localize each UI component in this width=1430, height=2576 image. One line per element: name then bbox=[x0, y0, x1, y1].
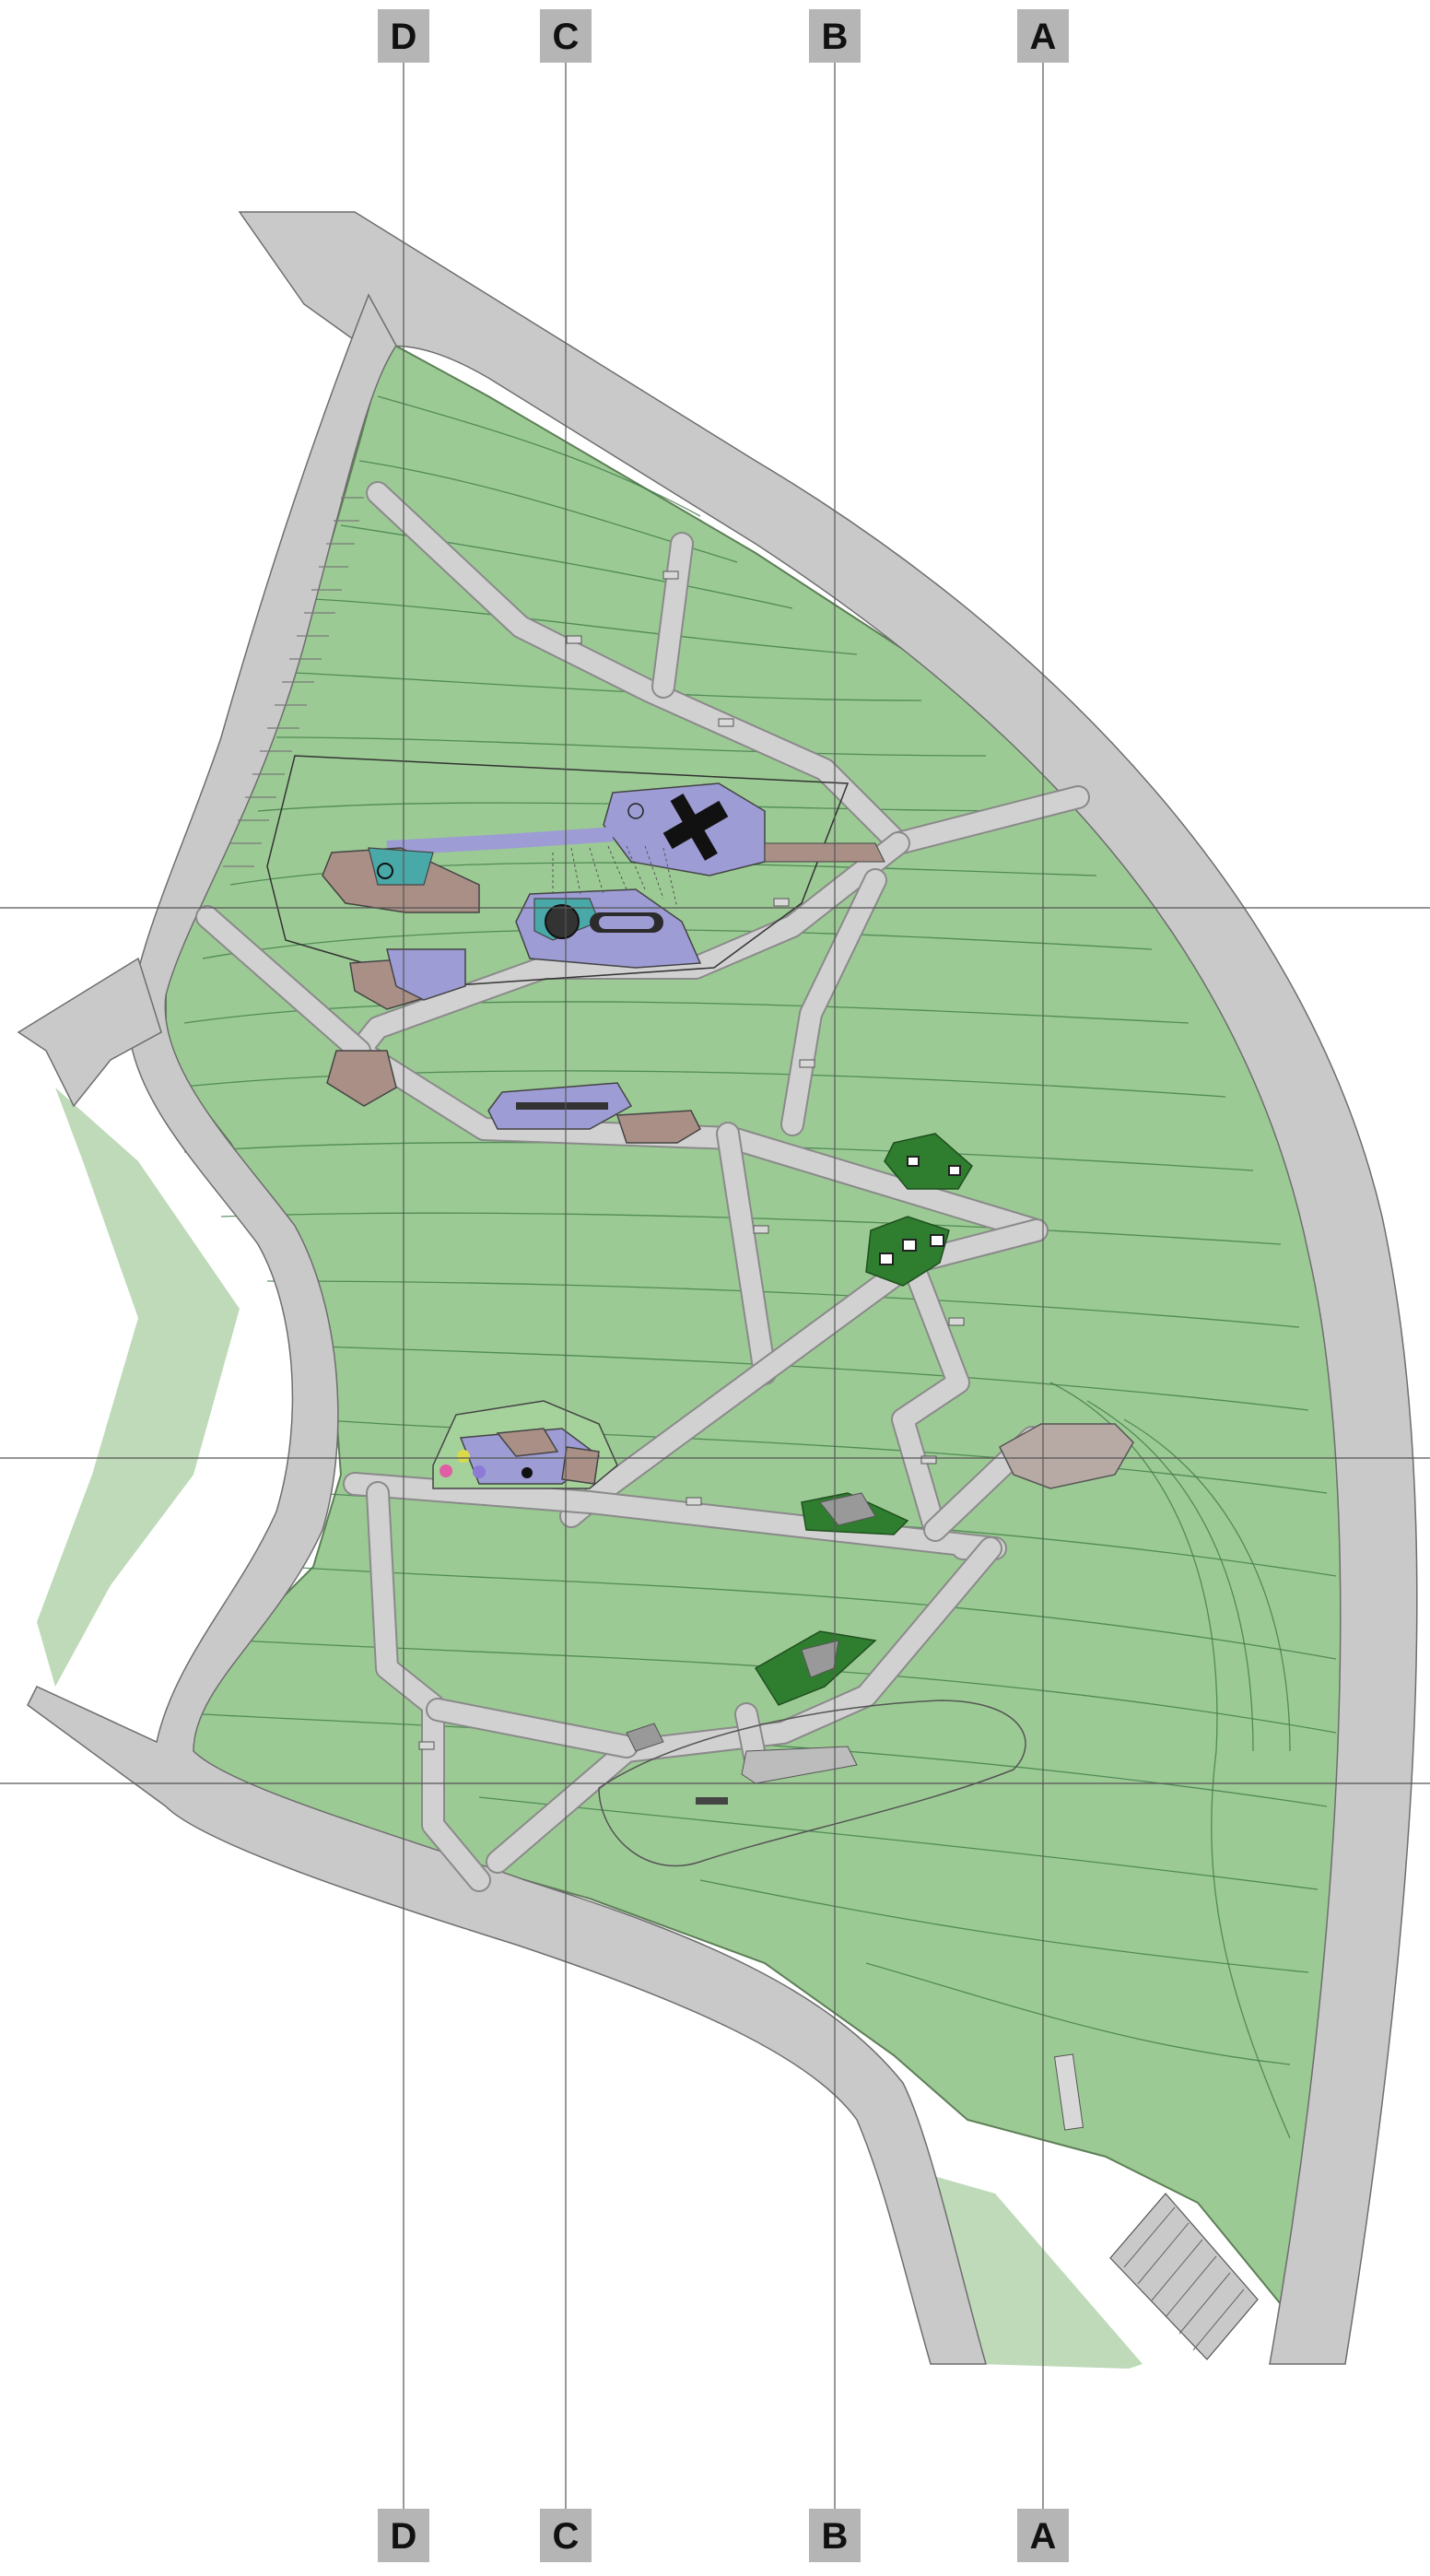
axis-labels-bottom: D C B A bbox=[378, 2509, 1069, 2562]
airplane-icon bbox=[662, 793, 729, 861]
outer-slope-left bbox=[37, 1088, 1143, 2369]
west-slope bbox=[17, 957, 162, 1108]
upper-road bbox=[238, 211, 1418, 2365]
mid-features bbox=[326, 1050, 1134, 1752]
play-zone-lower bbox=[432, 1400, 618, 1489]
walking-paths bbox=[195, 481, 1090, 1892]
axis-label-top-c: C bbox=[553, 17, 580, 57]
carousel-icon bbox=[545, 904, 580, 939]
axis-label-top-d: D bbox=[391, 17, 417, 57]
axis-labels-top: D C B A bbox=[378, 9, 1069, 63]
axis-label-bottom-d: D bbox=[391, 2516, 417, 2557]
grid-lines bbox=[0, 63, 1430, 2509]
west-road bbox=[27, 293, 987, 2365]
lower-plaza bbox=[598, 1700, 1084, 2131]
axis-label-bottom-b: B bbox=[822, 2516, 849, 2557]
parking-lot-east bbox=[1109, 2193, 1259, 2360]
axis-label-bottom-a: A bbox=[1030, 2516, 1057, 2557]
benches bbox=[418, 570, 965, 1750]
play-zone-upper bbox=[322, 782, 885, 1010]
parking-stripes bbox=[223, 497, 364, 867]
roads bbox=[17, 211, 1418, 2365]
axis-label-top-b: B bbox=[822, 17, 849, 57]
axis-label-top-a: A bbox=[1030, 17, 1057, 57]
play-area-boundary bbox=[266, 755, 850, 987]
axis-label-bottom-c: C bbox=[553, 2516, 580, 2557]
